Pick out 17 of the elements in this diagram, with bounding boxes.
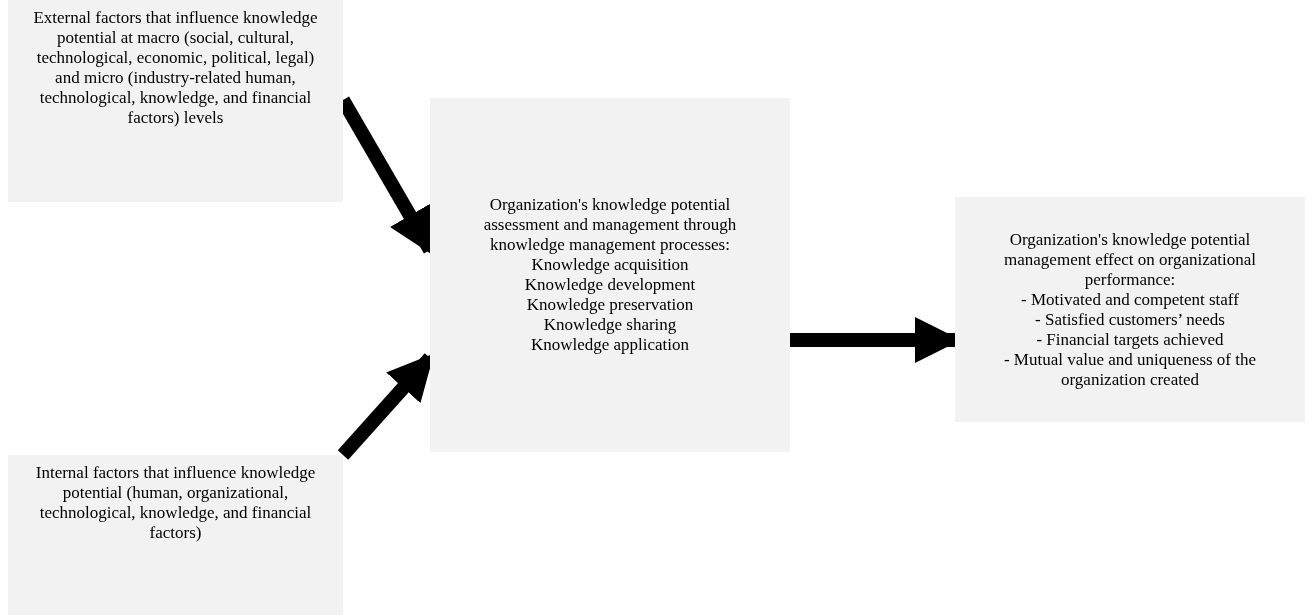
box-text: Internal factors that influence knowledge potential (human, organizational, technological, knowledge, and financial factors) xyxy=(34,463,317,543)
text-box xyxy=(8,455,343,615)
box-text: Organization's knowledge potential management effect on organizational performance: xyxy=(1003,229,1257,290)
box-text: Knowledge sharing xyxy=(543,315,677,335)
box-text: Organization's knowledge potential assessment and management through knowledge management processes: xyxy=(482,195,738,255)
box-text: Knowledge development xyxy=(524,275,696,295)
text-box xyxy=(430,98,790,452)
box-text: Knowledge preservation xyxy=(526,295,694,315)
text-box xyxy=(8,0,343,202)
text-box xyxy=(955,197,1305,422)
box-text: External factors that influence knowledge potential at macro (social, cultural, technological, economic, political, legal) and micro (industry-related human, technological, knowledge, and financial factors) levels xyxy=(32,8,319,128)
box-text: - Mutual value and uniqueness of the organization created xyxy=(1002,349,1258,390)
box-text: - Satisfied customers’ needs xyxy=(1035,309,1225,330)
box-text: - Financial targets achieved xyxy=(1036,329,1224,350)
box-text: Knowledge acquisition xyxy=(531,255,689,275)
box-text: Knowledge application xyxy=(530,335,690,355)
box-text: - Motivated and competent staff xyxy=(1021,289,1239,310)
